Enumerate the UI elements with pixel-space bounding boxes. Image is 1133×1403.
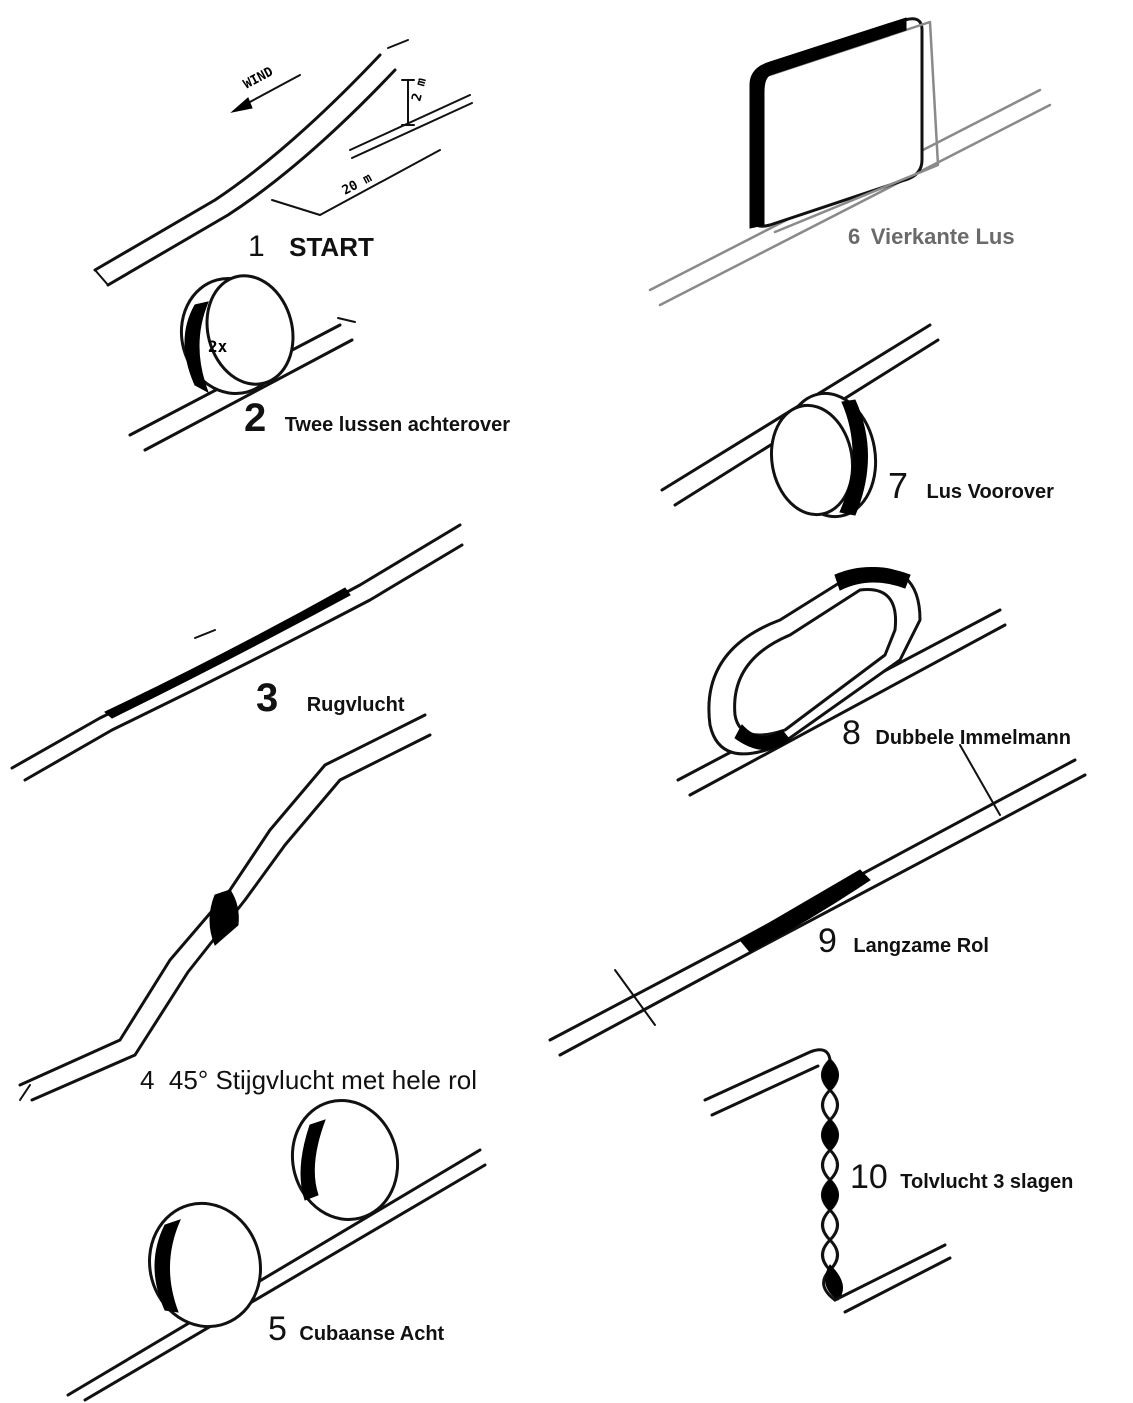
- figure-2-number: 2: [244, 396, 266, 440]
- figure-2-label: 2 Twee lussen achterover: [244, 398, 510, 438]
- wind-label: WIND: [241, 64, 276, 92]
- figure-3-label: 3 Rugvlucht: [256, 678, 404, 718]
- figure-5-label: 5 Cubaanse Acht: [268, 1312, 444, 1346]
- figure-8-name: Dubbele Immelmann: [875, 727, 1071, 749]
- figure-6-label: 6 Vierkante Lus: [848, 226, 1015, 248]
- figure-1-name: START: [289, 232, 374, 262]
- figure-8-number: 8: [842, 714, 861, 752]
- figure-5-number: 5: [268, 1310, 287, 1348]
- figure-1-label: 1 START: [248, 232, 374, 262]
- figure-4-number: 4: [140, 1065, 154, 1095]
- figure-3-number: 3: [256, 676, 278, 720]
- loops-count-label: 2x: [208, 337, 228, 356]
- figure-4-name: 45° Stijgvlucht met hele rol: [169, 1065, 477, 1095]
- figure-9-slow-roll-diagram: [550, 745, 1085, 1055]
- figure-4-label: 4 45° Stijgvlucht met hele rol: [140, 1067, 477, 1093]
- figure-3-inverted-flight-diagram: [12, 525, 462, 780]
- figure-1-number: 1: [248, 230, 265, 263]
- figure-9-number: 9: [818, 922, 837, 960]
- figure-7-label: 7 Lus Voorover: [888, 468, 1054, 504]
- figure-10-number: 10: [850, 1158, 888, 1196]
- figure-10-name: Tolvlucht 3 slagen: [900, 1171, 1073, 1193]
- figure-6-name: Vierkante Lus: [871, 224, 1015, 249]
- figure-4-climb-roll-diagram: [20, 715, 430, 1100]
- figure-7-number: 7: [888, 465, 908, 506]
- figure-6-number: 6: [848, 224, 860, 249]
- figure-5-cuban-eight-diagram: [68, 1089, 485, 1400]
- figure-8-label: 8 Dubbele Immelmann: [842, 716, 1071, 750]
- figure-7-name: Lus Voorover: [926, 481, 1053, 503]
- figure-2-name: Twee lussen achterover: [285, 414, 510, 436]
- figure-9-name: Langzame Rol: [853, 935, 989, 957]
- figure-9-label: 9 Langzame Rol: [818, 924, 989, 958]
- figure-10-label: 10 Tolvlucht 3 slagen: [850, 1160, 1073, 1194]
- figure-8-double-immelmann-diagram: [678, 568, 1005, 796]
- figure-5-name: Cubaanse Acht: [299, 1323, 444, 1345]
- figure-6-square-loop-diagram: [650, 18, 1050, 305]
- figure-3-name: Rugvlucht: [307, 694, 405, 716]
